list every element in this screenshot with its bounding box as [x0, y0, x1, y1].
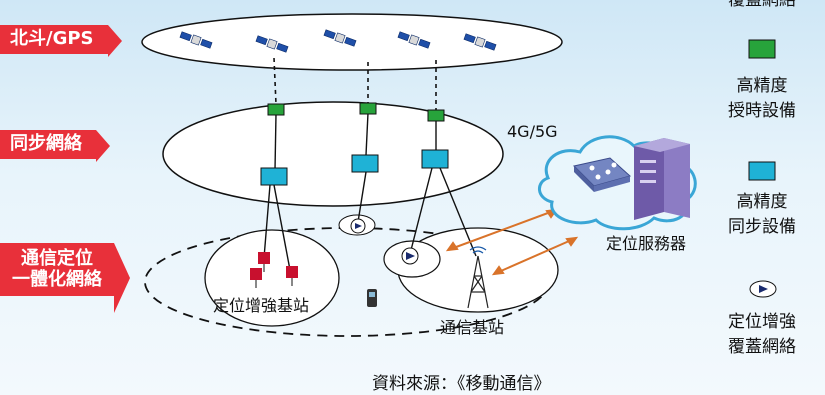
legend-enhance-icon: [749, 280, 777, 298]
timing-device: [359, 102, 377, 115]
enhanced-stations: [250, 252, 298, 288]
legend-sync-swatch: [748, 161, 776, 181]
legend-timing-line2: 授時設備: [728, 100, 796, 121]
sync-device: [421, 149, 449, 169]
label-4g5g: 4G/5G: [507, 122, 558, 141]
legend-top-partial: 覆蓋網絡: [728, 0, 796, 10]
legend-enhance-text: 定位增強 覆蓋網絡: [702, 310, 822, 359]
sat-links: [273, 57, 437, 110]
enhance-node-icon: [350, 218, 366, 234]
tag-integrated-line2: 一體化網絡: [12, 268, 102, 290]
source-caption: 資料來源：《移動通信》: [372, 374, 551, 394]
label-comm-station: 通信基站: [440, 318, 505, 337]
enhanced-station-icon: [286, 266, 298, 286]
legend-enhance-line1: 定位增強: [728, 312, 796, 332]
tag-satellite-layer: 北斗/GPS: [0, 25, 121, 57]
timing-devices: [267, 102, 445, 122]
tag-sync-layer: 同步網絡: [0, 130, 110, 162]
tag-integrated-line1: 通信定位: [21, 248, 93, 269]
timing-device: [267, 103, 285, 116]
satellite-icon: [397, 31, 431, 49]
enhance-node-icon: [401, 247, 419, 265]
legend-sync-text: 高精度 同步設備: [702, 190, 822, 239]
legend-timing-swatch: [748, 39, 776, 59]
label-location-server: 定位服務器: [606, 234, 687, 253]
sync-device: [351, 154, 379, 173]
enhanced-station-icon: [250, 268, 262, 288]
sync-devices: [260, 149, 449, 186]
legend-sync-line2: 同步設備: [728, 216, 796, 237]
satellite-icon: [179, 31, 213, 49]
satellite-icon: [463, 33, 497, 51]
enhanced-coverage-area: [204, 229, 340, 327]
phone-icon: [367, 289, 377, 307]
timing-device: [427, 109, 445, 122]
legend-enhance-line2: 覆蓋網絡: [728, 336, 796, 357]
label-enhanced-station: 定位增強基站: [213, 296, 310, 315]
legend-timing-text: 高精度 授時設備: [702, 74, 822, 123]
data-links: [445, 208, 579, 276]
sync-layer-ellipse: [162, 101, 504, 207]
tower-icon: [467, 246, 489, 309]
legend-timing-line1: 高精度: [736, 76, 788, 96]
satellite-icon: [323, 29, 357, 47]
enhanced-station-icon: [258, 252, 270, 272]
tag-integrated-layer: 通信定位 一體化網絡: [0, 243, 130, 314]
satellite-icon: [255, 35, 289, 53]
legend-sync-line1: 高精度: [736, 192, 788, 212]
router-icon: [573, 157, 632, 192]
server-icon: [634, 138, 690, 220]
sync-device: [260, 167, 288, 186]
satellite-group: [179, 29, 497, 53]
